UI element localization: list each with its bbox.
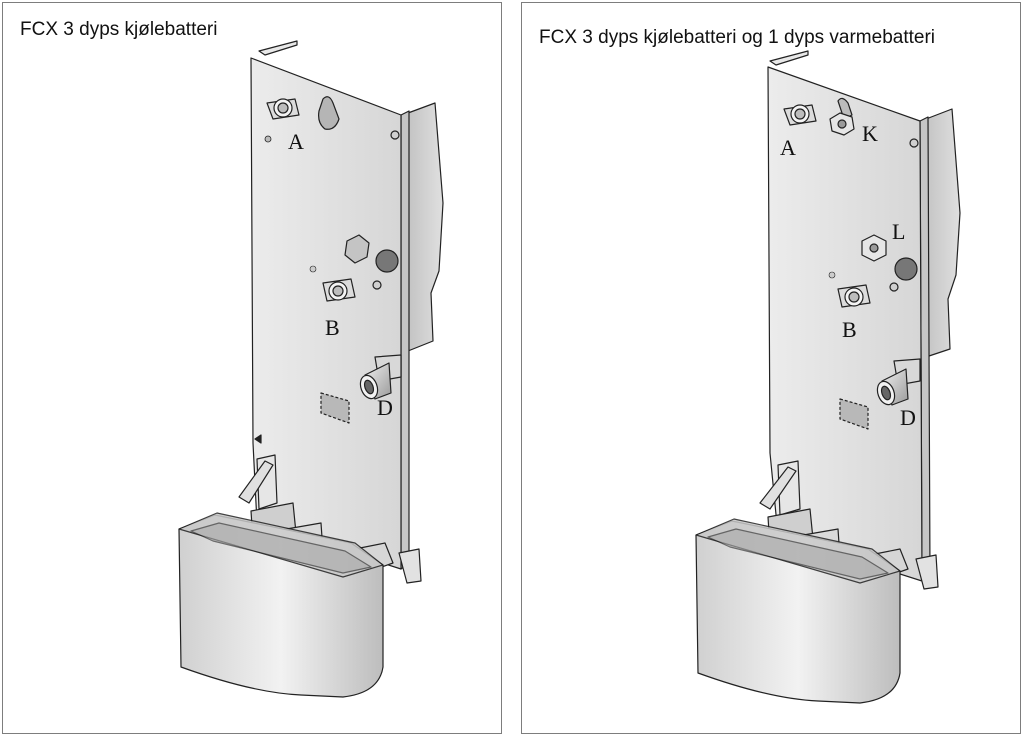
drain-pipe-d [359, 354, 402, 400]
knockout-round [894, 257, 918, 281]
knockout-hex [344, 234, 370, 264]
screw [889, 282, 899, 292]
connection-a [266, 98, 300, 120]
mounting-bracket [839, 398, 869, 430]
label-a: A [288, 129, 304, 154]
unit-body [178, 40, 444, 698]
panel-title: FCX 3 dyps kjølebatteri og 1 dyps varmeb… [539, 27, 936, 48]
knockout-round [375, 249, 399, 273]
label-a: A [780, 135, 796, 160]
label-b: B [325, 315, 340, 340]
top-flange [769, 50, 809, 66]
mounting-bracket [320, 392, 350, 424]
connection-l [861, 234, 887, 262]
connection-a [783, 104, 817, 126]
unit-body [695, 50, 961, 704]
arrow-mark [254, 434, 262, 444]
panel-title: FCX 3 dyps kjølebatteri [20, 19, 218, 40]
diagram-panel-right: FCX 3 dyps kjølebatteri og 1 dyps varmeb… [521, 2, 1021, 734]
label-b: B [842, 317, 857, 342]
foot-bracket [915, 554, 939, 590]
screw [264, 135, 272, 143]
screw [828, 271, 836, 279]
top-flange [258, 40, 298, 56]
connection-b [322, 278, 356, 302]
screw [909, 138, 919, 148]
plate-side-edge [400, 110, 410, 570]
cooling-coil-drawing: A B D [178, 40, 444, 698]
drain-pipe-d [876, 358, 921, 406]
knockout-drop [318, 96, 340, 130]
screw [390, 130, 400, 140]
label-k: K [862, 121, 878, 146]
label-l: L [892, 219, 905, 244]
connection-k [829, 97, 855, 136]
foot-bracket [398, 548, 422, 584]
connection-b [837, 284, 871, 308]
diagram-panel-left: FCX 3 dyps kjølebatteri [2, 2, 502, 734]
label-d: D [377, 395, 393, 420]
screw [309, 265, 317, 273]
cooling-heating-coil-drawing: A K L B D [695, 50, 961, 704]
label-d: D [900, 405, 916, 430]
screw [372, 280, 382, 290]
